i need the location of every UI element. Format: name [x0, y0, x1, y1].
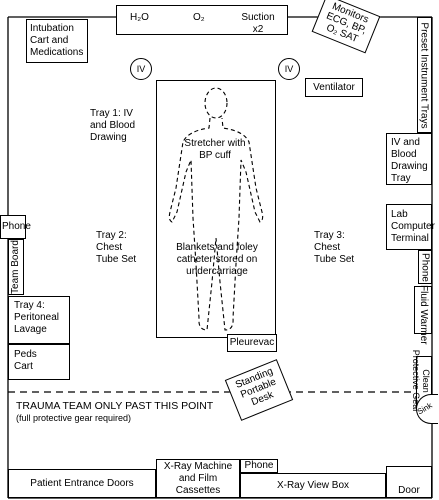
patient-entrance-doors-label: Patient Entrance Doors	[30, 478, 134, 489]
stretcher-label: Stretcher with BP cuff	[184, 138, 246, 161]
trauma-warning-subtext: (full protective gear required)	[16, 413, 132, 423]
iv-pole-left: IV	[130, 58, 152, 80]
iv-blood-drawing-tray-label: IV and Blood Drawing Tray	[391, 137, 428, 184]
fluid-warmer-label: Fluid Warmer	[418, 285, 429, 345]
h2o-outlet-label: H₂O	[130, 12, 149, 23]
patient-outline-icon	[168, 87, 264, 331]
intubation-cart-label: Intubation Cart and Medications	[30, 23, 84, 58]
pleurevac: Pleurevac	[227, 334, 277, 352]
iv-pole-right: IV	[278, 58, 300, 80]
stretcher	[156, 80, 276, 338]
lab-computer-terminal-label: Lab Computer Terminal	[391, 209, 435, 244]
phone-right-label: Phone	[419, 253, 431, 282]
ventilator: Ventilator	[305, 78, 363, 97]
preset-instrument-trays-label: Preset Instrument Trays	[418, 22, 430, 129]
tray3-label: Tray 3: Chest Tube Set	[314, 230, 355, 265]
tray4: Tray 4: Peritoneal Lavage	[8, 296, 70, 344]
xray-view-box: X-Ray View Box	[240, 473, 386, 498]
ventilator-label: Ventilator	[313, 82, 355, 93]
sink	[416, 394, 438, 424]
fluid-warmer	[414, 286, 432, 334]
phone-bottom-label: Phone	[244, 460, 274, 471]
undercarriage-label: Blankets and foley catheter stored on un…	[176, 242, 258, 277]
door: Door	[386, 466, 432, 498]
phone-right	[418, 250, 432, 284]
tray1-label: Tray 1: IV and Blood Drawing	[90, 108, 136, 143]
wall-utilities-panel	[116, 5, 288, 35]
team-board	[8, 239, 24, 295]
door-label: Door	[398, 485, 420, 496]
pleurevac-label: Pleurevac	[229, 337, 275, 348]
phone-left: Phone	[0, 215, 31, 239]
o2-outlet-label: O₂	[193, 12, 205, 23]
phone-bottom: Phone	[240, 459, 278, 473]
peds-cart-label: Peds Cart	[14, 349, 37, 372]
lab-computer-terminal: Lab Computer Terminal	[386, 204, 435, 250]
tray4-label: Tray 4: Peritoneal Lavage	[14, 300, 60, 335]
trauma-warning-text: TRAUMA TEAM ONLY PAST THIS POINT	[16, 400, 214, 412]
tray2-label: Tray 2: Chest Tube Set	[96, 230, 137, 265]
iv-blood-drawing-tray: IV and Blood Drawing Tray	[386, 133, 432, 185]
peds-cart: Peds Cart	[8, 344, 70, 380]
team-board-label: Team Board	[10, 240, 21, 294]
intubation-cart: Intubation Cart and Medications	[26, 19, 88, 63]
xray-machine: X-Ray Machine and Film Cassettes	[156, 459, 240, 498]
xray-machine-label: X-Ray Machine and Film Cassettes	[163, 461, 233, 496]
preset-instrument-trays	[417, 17, 432, 133]
xray-view-box-label: X-Ray View Box	[276, 480, 350, 491]
suction-outlet-label: Suction x2	[241, 12, 275, 35]
patient-entrance-doors: Patient Entrance Doors	[8, 469, 156, 498]
phone-left-label: Phone	[2, 221, 31, 232]
